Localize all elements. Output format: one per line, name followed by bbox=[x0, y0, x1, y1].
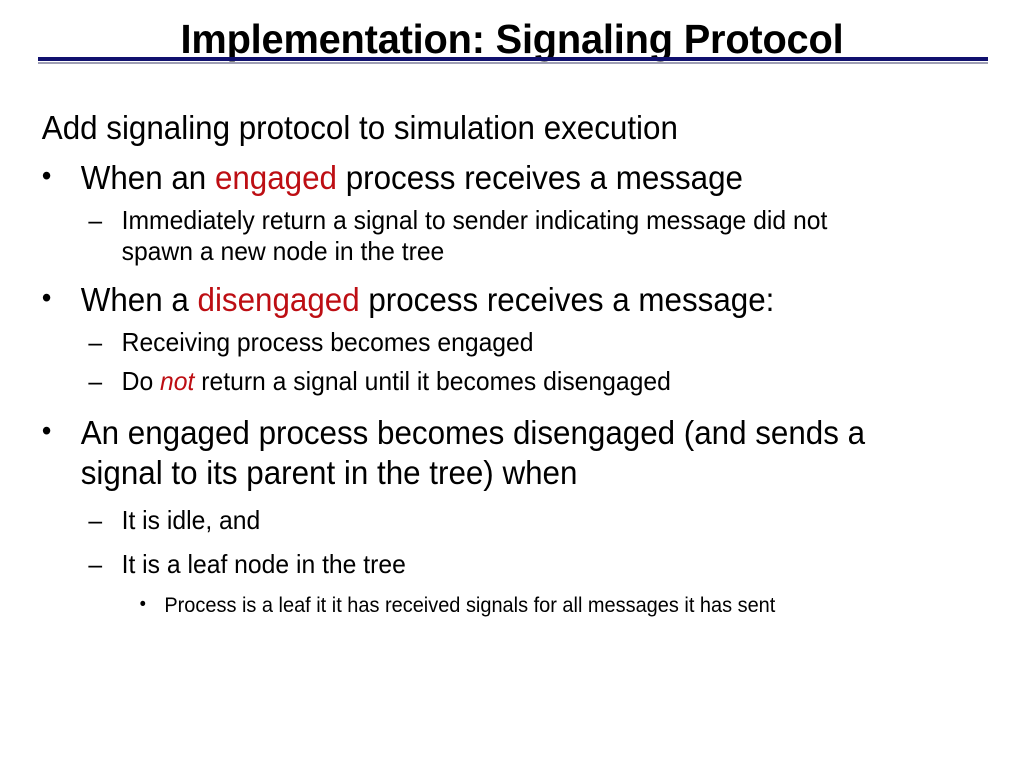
sub-bullet-text-post: return a signal until it becomes disenga… bbox=[194, 365, 671, 396]
sub-bullet-leaf-node: – It is a leaf node in the tree bbox=[0, 549, 973, 581]
bullet-item-engaged-becomes-disengaged: • An engaged process becomes disengaged … bbox=[0, 413, 973, 493]
bullet-icon: • bbox=[41, 281, 52, 314]
keyword-engaged: engaged bbox=[214, 158, 337, 196]
bullet-text-part-post: process receives a message bbox=[336, 158, 743, 196]
dash-icon: – bbox=[88, 548, 103, 579]
title-rule-primary bbox=[38, 57, 988, 61]
sub-bullet-label: Receiving process becomes engaged bbox=[121, 326, 534, 357]
keyword-not: not bbox=[160, 365, 195, 396]
dash-icon: – bbox=[88, 365, 103, 396]
sub-sub-bullet-leaf-definition: • Process is a leaf it it has received s… bbox=[0, 593, 973, 619]
title-divider bbox=[38, 57, 988, 64]
bullet-label: An engaged process becomes disengaged (a… bbox=[80, 414, 866, 492]
title-rule-shadow bbox=[38, 62, 988, 64]
bullet-icon: • bbox=[41, 159, 52, 192]
sub-bullet-text-pre: Do bbox=[121, 365, 161, 396]
sub-bullet-label: Immediately return a signal to sender in… bbox=[121, 204, 828, 267]
sub-bullet-label: It is idle, and bbox=[121, 505, 261, 536]
slide-body: Add signaling protocol to simulation exe… bbox=[0, 108, 1024, 623]
sub-bullet-becomes-engaged: – Receiving process becomes engaged bbox=[0, 327, 973, 359]
bullet-text-part-post: process receives a message: bbox=[359, 280, 775, 318]
bullet-item-disengaged-receives: • When a disengaged process receives a m… bbox=[0, 280, 973, 320]
bullet-item-engaged-receives: • When an engaged process receives a mes… bbox=[0, 158, 973, 198]
dash-icon: – bbox=[88, 505, 103, 536]
sub-sub-bullet-label: Process is a leaf it it has received sig… bbox=[164, 593, 776, 617]
dash-icon: – bbox=[88, 326, 103, 357]
sub-bullet-immediate-return: – Immediately return a signal to sender … bbox=[0, 205, 973, 268]
keyword-disengaged: disengaged bbox=[197, 280, 360, 318]
sub-bullet-label: It is a leaf node in the tree bbox=[121, 548, 406, 579]
lead-statement: Add signaling protocol to simulation exe… bbox=[41, 109, 678, 146]
bullet-text-part-pre: When a bbox=[80, 280, 198, 318]
bullet-text-part-pre: When an bbox=[80, 158, 215, 196]
bullet-icon: • bbox=[139, 593, 146, 615]
dash-icon: – bbox=[88, 204, 103, 235]
sub-bullet-is-idle: – It is idle, and bbox=[0, 505, 973, 537]
bullet-icon: • bbox=[41, 415, 52, 448]
page-title: Implementation: Signaling Protocol bbox=[180, 16, 844, 62]
title-block: Implementation: Signaling Protocol bbox=[0, 16, 1024, 62]
sub-bullet-do-not-return: – Do not return a signal until it become… bbox=[0, 366, 973, 398]
